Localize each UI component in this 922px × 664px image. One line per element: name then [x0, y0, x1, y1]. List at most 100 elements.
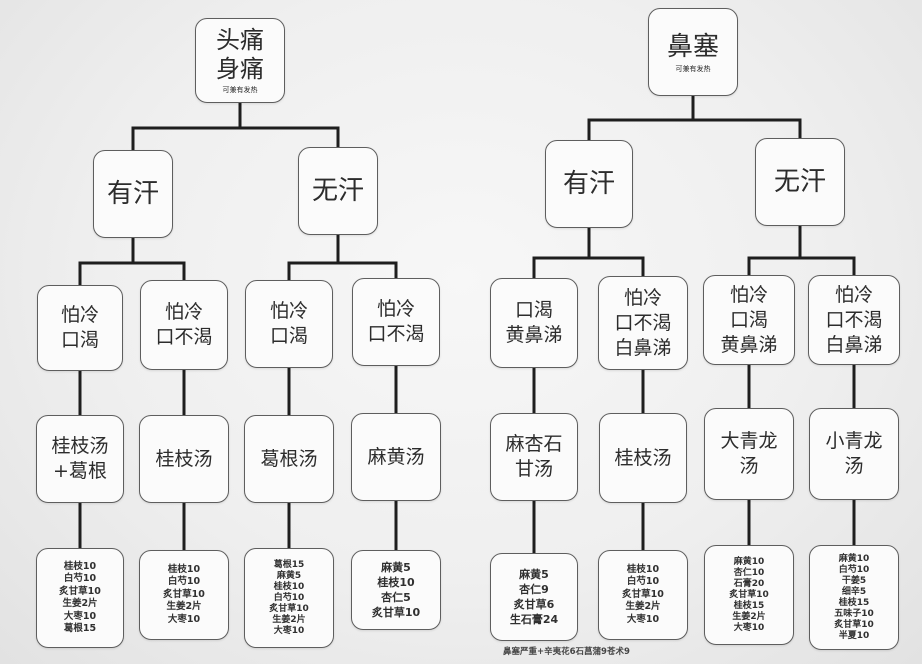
formula-line: 麻黄汤	[367, 445, 425, 468]
ingredient-item: 细辛5	[841, 586, 867, 597]
condition-line: 口不渴	[367, 323, 425, 345]
root-note: 可兼有发热	[222, 86, 258, 94]
ingredient-item: 大枣10	[167, 613, 201, 625]
formula-line: 桂枝汤	[51, 435, 109, 457]
footnote: 鼻塞严重+辛夷花6石菖蒲9苍术9	[503, 647, 630, 657]
ingredient-item: 白芍10	[626, 576, 660, 588]
formula-line: 甘汤	[514, 458, 553, 480]
ingredient-item: 麻黄10	[733, 556, 765, 567]
ingredient-item: 白芍10	[63, 573, 97, 584]
left-ingredients-box: 桂枝10 白芍10 炙甘草10 生姜2片 大枣10 葛根15	[36, 548, 124, 648]
condition-line: 黄鼻涕	[505, 324, 563, 346]
connector	[532, 226, 645, 280]
condition-line: 怕冷	[60, 304, 99, 326]
ingredient-item: 桂枝10	[63, 560, 97, 572]
ingredient-item: 干姜5	[841, 575, 867, 586]
ingredient-item: 白芍10	[838, 564, 870, 575]
ingredient-item: 大枣10	[626, 613, 660, 625]
left-formula-node: 桂枝汤 +葛根	[36, 415, 124, 503]
formula-line: 大青龙	[720, 430, 778, 452]
right-no-sweat-node: 无汗	[755, 138, 845, 226]
ingredient-item: 桂枝15	[838, 597, 870, 608]
condition-line: 口不渴	[825, 308, 883, 331]
ingredient-item: 生姜2片	[625, 601, 661, 613]
right-formula-node: 麻杏石 甘汤	[490, 413, 578, 501]
condition-line: 白鼻涕	[825, 333, 883, 356]
ingredient-item: 炙甘草10	[622, 588, 664, 600]
connector	[587, 94, 802, 142]
left-ingredients-box: 麻黄5 桂枝10 杏仁5 炙甘草10	[351, 550, 441, 630]
ingredient-item: 炙甘草10	[834, 619, 874, 630]
ingredient-item: 半夏10	[838, 630, 870, 641]
condition-line: 怕冷	[269, 300, 308, 322]
ingredient-item: 生姜2片	[732, 611, 766, 622]
ingredient-item: 杏仁9	[519, 583, 549, 596]
root-note: 可兼有发热	[675, 64, 711, 73]
ingredient-item: 麻黄5	[519, 568, 549, 581]
connector	[747, 224, 856, 277]
ingredient-item: 生姜2片	[272, 614, 306, 625]
formula-line: 桂枝汤	[614, 446, 672, 469]
ingredient-item: 葛根15	[63, 623, 97, 634]
right-root-node: 鼻塞 可兼有发热	[648, 8, 738, 96]
left-condition-node: 怕冷 口不渴	[140, 280, 228, 370]
connector	[287, 233, 398, 282]
condition-line: 怕冷	[623, 286, 662, 309]
left-root-node: 头痛 身痛 可兼有发热	[195, 18, 285, 103]
left-condition-node: 怕冷 口渴	[245, 280, 333, 368]
connector	[78, 236, 186, 287]
formula-line: +葛根	[53, 460, 107, 482]
ingredient-item: 大枣10	[63, 610, 97, 622]
condition-line: 口不渴	[155, 326, 213, 348]
condition-line: 口不渴	[614, 311, 672, 334]
branch-label: 无汗	[773, 167, 826, 197]
ingredient-item: 炙甘草6	[513, 598, 555, 611]
right-ingredients-box: 桂枝10 白芍10 炙甘草10 生姜2片 大枣10	[598, 550, 688, 640]
ingredient-item: 葛根15	[273, 559, 305, 570]
connector	[532, 363, 856, 415]
right-formula-node: 桂枝汤	[599, 413, 687, 503]
root-label-line: 鼻塞	[666, 31, 719, 62]
ingredient-item: 炙甘草10	[269, 603, 309, 614]
connector	[532, 498, 856, 555]
ingredient-item: 桂枝10	[626, 563, 660, 575]
right-condition-node: 怕冷 口不渴 白鼻涕	[808, 275, 900, 365]
condition-line: 口渴	[60, 329, 99, 351]
right-condition-node: 口渴 黄鼻涕	[490, 278, 578, 368]
formula-line: 汤	[844, 455, 864, 477]
right-ingredients-box: 麻黄10 杏仁10 石膏20 炙甘草10 桂枝15 生姜2片 大枣10	[704, 545, 794, 645]
connector	[78, 499, 398, 552]
left-no-sweat-node: 无汗	[298, 147, 378, 235]
left-condition-node: 怕冷 口不渴	[352, 278, 440, 366]
ingredient-item: 桂枝10	[167, 563, 201, 575]
connector	[78, 364, 398, 417]
branch-label: 有汗	[562, 169, 615, 199]
ingredient-item: 麻黄5	[381, 561, 411, 574]
ingredient-item: 生石膏24	[509, 613, 559, 626]
ingredient-item: 五味子10	[834, 608, 874, 619]
left-formula-node: 麻黄汤	[351, 413, 441, 501]
right-formula-node: 大青龙 汤	[704, 408, 794, 500]
right-condition-node: 怕冷 口不渴 白鼻涕	[598, 276, 688, 370]
left-ingredients-box: 葛根15 麻黄5 桂枝10 白芍10 炙甘草10 生姜2片 大枣10	[244, 548, 334, 648]
ingredient-item: 大枣10	[733, 622, 765, 633]
branch-label: 有汗	[106, 179, 159, 209]
connector	[131, 101, 340, 152]
ingredient-item: 白芍10	[273, 592, 305, 603]
right-condition-node: 怕冷 口渴 黄鼻涕	[703, 275, 795, 365]
ingredient-item: 大枣10	[273, 625, 305, 636]
right-formula-node: 小青龙 汤	[809, 408, 899, 500]
condition-line: 黄鼻涕	[720, 333, 778, 356]
condition-line: 怕冷	[164, 301, 203, 323]
root-label-line: 身痛	[216, 55, 264, 83]
formula-line: 桂枝汤	[155, 447, 213, 470]
ingredient-item: 桂枝10	[377, 576, 415, 589]
ingredient-item: 石膏20	[733, 578, 765, 589]
condition-line: 口渴	[269, 325, 308, 347]
ingredient-item: 炙甘草10	[163, 588, 205, 600]
left-formula-node: 葛根汤	[244, 415, 334, 503]
condition-line: 怕冷	[729, 283, 768, 306]
right-sweat-node: 有汗	[545, 140, 633, 228]
